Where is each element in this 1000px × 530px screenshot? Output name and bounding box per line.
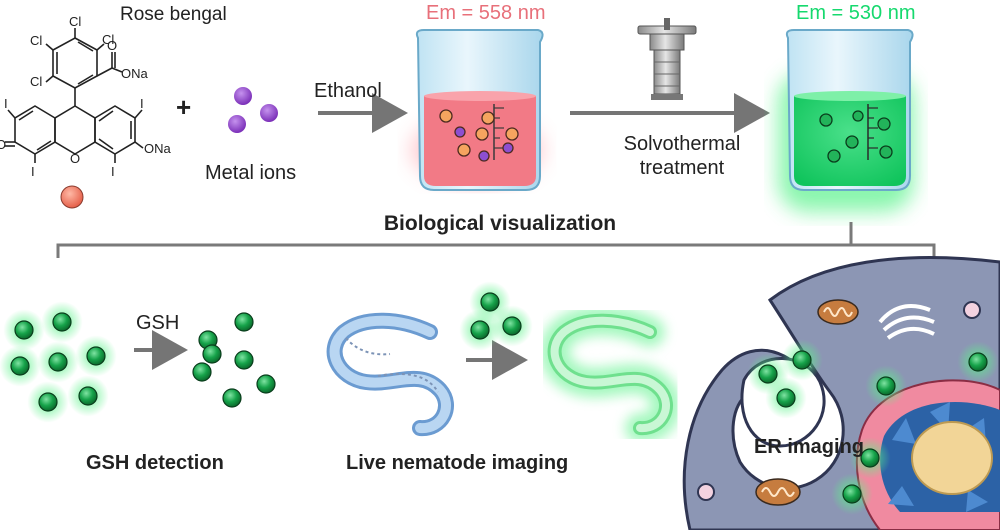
atom-cl-bottom: Cl (30, 74, 42, 89)
atom-ona-carboxyl: ONa (121, 66, 149, 81)
mitochondrion-icon (817, 299, 859, 325)
bracket (56, 222, 936, 258)
rose-bengal-particle (60, 185, 84, 209)
carbon-dot (14, 320, 34, 340)
metal-ion (260, 104, 278, 122)
golgi-icon (878, 304, 935, 340)
vesicle (963, 301, 981, 319)
beaker-icon (778, 29, 914, 212)
carbon-dot (78, 386, 98, 406)
gsh-detection-label: GSH detection (86, 452, 224, 474)
red-solution (424, 96, 536, 186)
gsh-arrow-label: GSH (136, 312, 180, 334)
rose-bengal-label: Rose bengal (120, 4, 227, 25)
carbon-dot (470, 320, 490, 340)
er-imaging-label: ER imaging (754, 436, 865, 458)
atom-cl-right: Cl (102, 32, 114, 47)
carbon-dot (776, 388, 796, 408)
carbon-dot (48, 352, 68, 372)
carbon-dot (480, 292, 500, 312)
carbon-dot (792, 350, 812, 370)
biological-visualization-title: Biological visualization (383, 212, 617, 235)
mitochondrion-icon (755, 478, 801, 506)
vesicle (697, 483, 715, 501)
atom-o-carbonyl: O (107, 38, 117, 53)
atom-i-left-top: I (4, 96, 8, 111)
atom-cl-left: Cl (30, 33, 42, 48)
solvothermal-label-line2: treatment (639, 157, 725, 179)
atom-i-right-top: I (140, 96, 144, 111)
metal-ions-group (228, 87, 278, 133)
probe-dots-cluster (459, 281, 533, 351)
metal-ions-label: Metal ions (205, 162, 297, 184)
carbon-dot (202, 344, 222, 364)
ethanol-label: Ethanol (314, 80, 382, 102)
autoclave-icon (637, 18, 697, 100)
nematode-icon (326, 312, 454, 437)
carbon-dot (192, 362, 212, 382)
live-nematode-imaging-label: Live nematode imaging (346, 452, 569, 474)
emission-530-label: Em = 530 nm (796, 2, 916, 24)
quenched-dots-cluster (192, 312, 276, 408)
metal-ion (228, 115, 246, 133)
carbon-dot (52, 312, 72, 332)
rose-bengal-atom-labels: Cl Cl Cl Cl O ONa I O I O I ONa I (0, 14, 172, 179)
metal-ion (234, 87, 252, 105)
carbon-dot (234, 312, 254, 332)
carbon-dot (222, 388, 242, 408)
glowing-nematode-icon (539, 305, 681, 443)
carbon-dot (256, 374, 276, 394)
carbon-dot (38, 392, 58, 412)
glowing-dots-cluster (0, 301, 117, 423)
cell-dots-cluster (747, 339, 999, 515)
carbon-dot (860, 448, 880, 468)
plus-sign: + (176, 92, 192, 122)
beaker-icon (411, 29, 544, 191)
atom-i-left-bottom: I (31, 164, 35, 179)
atom-cl-top: Cl (69, 14, 81, 29)
carbon-dot (968, 352, 988, 372)
atom-o-left: O (0, 137, 6, 152)
carbon-dot (502, 316, 522, 336)
solvothermal-label-line1: Solvothermal (623, 133, 741, 155)
carbon-dot (10, 356, 30, 376)
atom-o-bridge: O (70, 151, 80, 166)
carbon-dot (842, 484, 862, 504)
nucleus-icon (911, 421, 993, 495)
carbon-dot (876, 376, 896, 396)
emission-558-label: Em = 558 nm (426, 2, 546, 24)
solvothermal-label: Solvothermal treatment (602, 132, 762, 180)
atom-i-right-bottom: I (111, 164, 115, 179)
rose-bengal-structure (5, 28, 144, 163)
atom-ona-right: ONa (144, 141, 172, 156)
carbon-dot (86, 346, 106, 366)
carbon-dot (758, 364, 778, 384)
carbon-dot (234, 350, 254, 370)
